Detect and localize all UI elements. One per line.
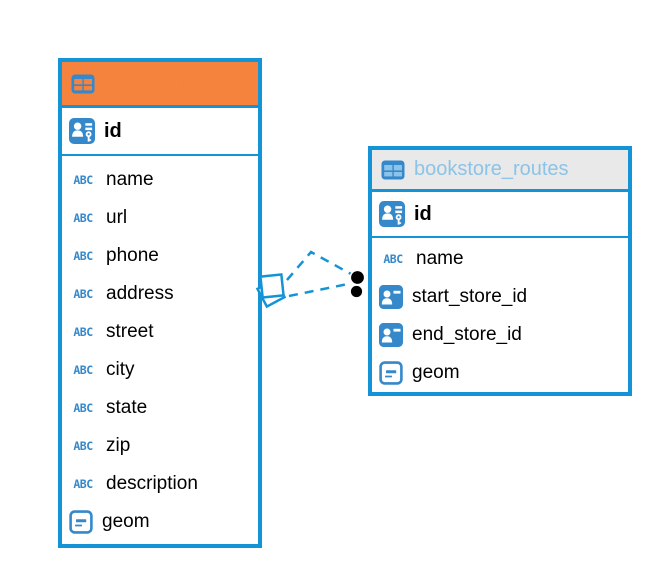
table-title: bookstore_routes — [414, 158, 569, 180]
field-label: end_store_id — [412, 324, 522, 345]
relationship-line-lower — [288, 282, 349, 298]
field-label: start_store_id — [412, 286, 528, 307]
relationship-target-dot-icon — [349, 269, 366, 298]
text-type-icon: ABC — [73, 325, 93, 339]
primary-key-icon — [69, 118, 95, 144]
table-bookstores[interactable]: bookstores id ABC name ABC url ABC phone… — [58, 58, 262, 548]
field-label: city — [106, 359, 135, 380]
field-row-geom[interactable]: geom — [62, 503, 258, 541]
field-row-street[interactable]: ABC street — [62, 313, 258, 351]
text-type-icon: ABC — [73, 439, 93, 453]
field-row-phone[interactable]: ABC phone — [62, 237, 258, 275]
field-label: url — [106, 207, 128, 228]
field-list: ABC name ABC url ABC phone ABC address A… — [62, 156, 258, 543]
field-label: address — [106, 283, 174, 304]
field-row-name[interactable]: ABC name — [62, 161, 258, 199]
geometry-type-icon — [69, 510, 93, 534]
field-row-id[interactable]: id — [62, 108, 258, 156]
field-label: description — [106, 473, 198, 494]
text-type-icon: ABC — [383, 252, 403, 266]
field-row-name[interactable]: ABC name — [372, 240, 628, 278]
field-list: ABC name start_store_id end_store_id ge — [372, 238, 628, 394]
field-row-address[interactable]: ABC address — [62, 275, 258, 313]
table-bookstore-routes[interactable]: bookstore_routes id ABC name start_store… — [368, 146, 632, 396]
field-label: name — [416, 248, 464, 269]
field-row-start-store-id[interactable]: start_store_id — [372, 278, 628, 316]
primary-key-icon — [379, 201, 405, 227]
relationship-line-upper — [286, 250, 352, 281]
field-row-id[interactable]: id — [372, 192, 628, 238]
field-row-description[interactable]: ABC description — [62, 465, 258, 503]
field-row-zip[interactable]: ABC zip — [62, 427, 258, 465]
text-type-icon: ABC — [73, 249, 93, 263]
table-title: bookstores — [104, 72, 202, 94]
field-label: zip — [106, 435, 131, 456]
field-label: id — [104, 119, 122, 142]
reference-type-icon — [379, 285, 403, 309]
text-type-icon: ABC — [73, 173, 93, 187]
table-header-bookstores[interactable]: bookstores — [62, 62, 258, 108]
table-header-bookstore-routes[interactable]: bookstore_routes — [372, 150, 628, 192]
field-row-city[interactable]: ABC city — [62, 351, 258, 389]
text-type-icon: ABC — [73, 401, 93, 415]
field-row-geom[interactable]: geom — [372, 354, 628, 392]
geometry-type-icon — [379, 361, 403, 385]
reference-type-icon — [379, 323, 403, 347]
text-type-icon: ABC — [73, 363, 93, 377]
field-label: phone — [106, 245, 159, 266]
field-label: state — [106, 397, 148, 418]
field-label: id — [414, 202, 432, 225]
field-row-state[interactable]: ABC state — [62, 389, 258, 427]
field-row-end-store-id[interactable]: end_store_id — [372, 316, 628, 354]
text-type-icon: ABC — [73, 287, 93, 301]
field-label: geom — [412, 362, 460, 383]
table-icon — [71, 74, 95, 94]
text-type-icon: ABC — [73, 211, 93, 225]
text-type-icon: ABC — [73, 477, 93, 491]
field-label: street — [106, 321, 154, 342]
field-row-url[interactable]: ABC url — [62, 199, 258, 237]
field-label: name — [106, 169, 154, 190]
field-label: geom — [102, 511, 150, 532]
table-icon — [381, 160, 405, 180]
